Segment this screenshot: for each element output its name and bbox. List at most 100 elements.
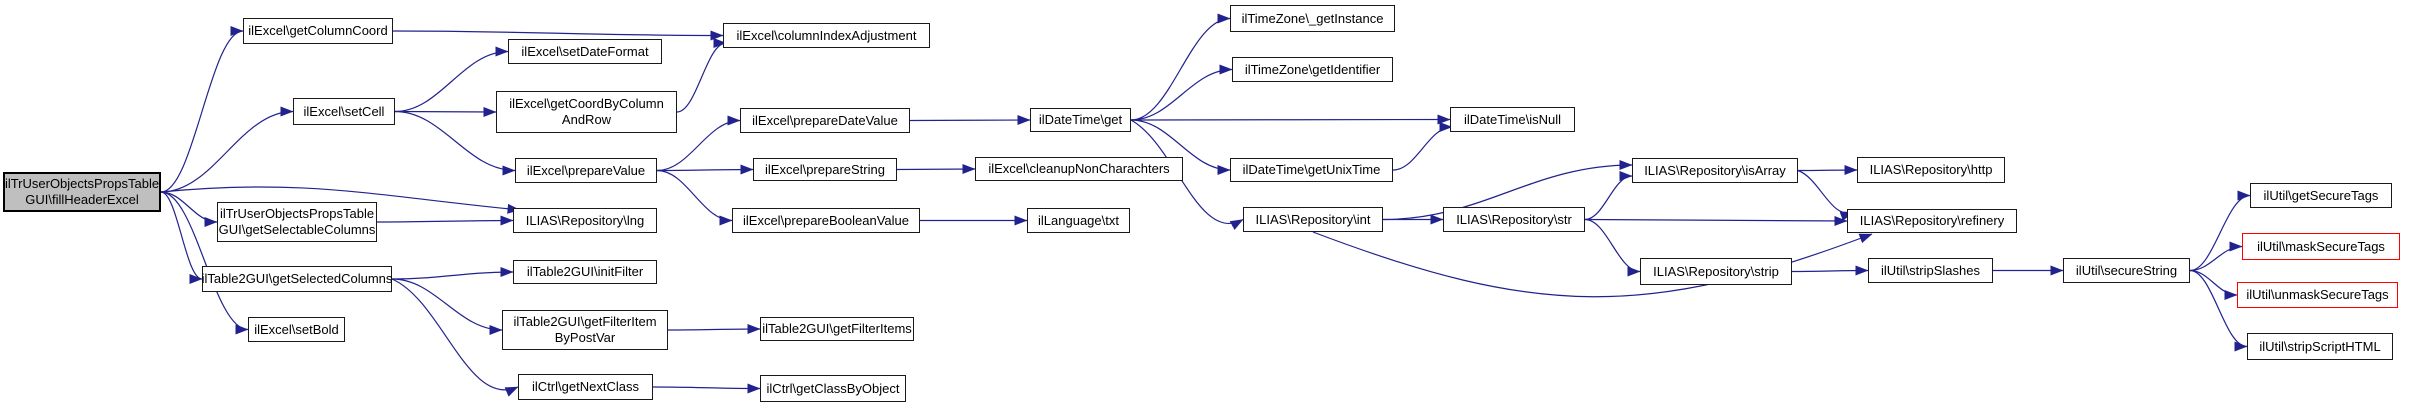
- edge-fillHeaderExcel-setCell: [160, 106, 294, 193]
- edge-prepareDateValue-get: [909, 115, 1031, 126]
- graph-node-get[interactable]: ilDateTime\get: [1030, 108, 1131, 132]
- edge-fillHeaderExcel-getSelectableColumns: [160, 191, 218, 227]
- edge-get-getIdentifier: [1130, 64, 1233, 121]
- graph-node-getFilterItems[interactable]: ilTable2GUI\getFilterItems: [760, 317, 914, 341]
- graph-node-lng[interactable]: ILIAS\Repository\lng: [513, 208, 657, 233]
- edge-fillHeaderExcel-getColumnCoord: [160, 26, 244, 193]
- graph-node-http[interactable]: ILIAS\Repository\http: [1857, 157, 2005, 183]
- edge-getNextClass-getClassByObject: [652, 383, 761, 394]
- graph-node-unmaskSecureTags[interactable]: ilUtil\unmaskSecureTags: [2237, 282, 2398, 308]
- edge-str-isArray: [1584, 171, 1633, 221]
- edge-get-isNull: [1130, 114, 1451, 125]
- graph-node-getSecureTags[interactable]: ilUtil\getSecureTags: [2250, 183, 2392, 208]
- edge-setCell-prepareValue: [394, 110, 516, 176]
- edge-getSelectableColumns-lng: [376, 215, 514, 226]
- edge-int-isArray: [1382, 160, 1633, 221]
- edge-str-strip: [1584, 218, 1641, 277]
- graph-node-label: ilTimeZone\getIdentifier: [1244, 61, 1381, 77]
- graph-node-getNextClass[interactable]: ilCtrl\getNextClass: [518, 374, 653, 400]
- graph-node-label: ILIAS\Repository\refinery: [1859, 213, 2005, 228]
- graph-node-prepareString[interactable]: ilExcel\prepareString: [753, 158, 897, 181]
- graph-node-prepareBooleanValue[interactable]: ilExcel\prepareBooleanValue: [732, 208, 920, 233]
- graph-node-int[interactable]: ILIAS\Repository\int: [1243, 207, 1383, 232]
- graph-node-label: ilDateTime\get: [1038, 112, 1123, 127]
- edge-fillHeaderExcel-getSelectedColumns: [160, 191, 203, 284]
- graph-node-maskSecureTags[interactable]: ilUtil\maskSecureTags: [2242, 233, 2400, 260]
- edge-isArray-http: [1797, 165, 1858, 176]
- graph-node-str[interactable]: ILIAS\Repository\str: [1443, 207, 1585, 232]
- edge-isArray-refinery: [1797, 169, 1854, 221]
- graph-node-label: ilExcel\setBold: [254, 321, 339, 337]
- graph-node-getInstance[interactable]: ilTimeZone\_getInstance: [1230, 5, 1395, 32]
- edge-secureString-unmaskSecureTags: [2189, 269, 2238, 300]
- edge-get-getUnixTime: [1130, 119, 1231, 175]
- graph-node-label: ilTimeZone\_getInstance: [1241, 10, 1384, 26]
- graph-node-label: GUI\fillHeaderExcel: [25, 192, 139, 207]
- graph-node-setDateFormat[interactable]: ilExcel\setDateFormat: [508, 39, 662, 64]
- graph-node-label: ILIAS\Repository\int: [1255, 211, 1371, 227]
- graph-node-prepareValue[interactable]: ilExcel\prepareValue: [515, 158, 657, 183]
- graph-node-label: ilCtrl\getNextClass: [532, 379, 639, 394]
- graph-node-secureString[interactable]: ilUtil\secureString: [2063, 258, 2190, 283]
- graph-node-label: ilExcel\prepareDateValue: [752, 112, 898, 128]
- edge-secureString-maskSecureTags: [2189, 241, 2243, 272]
- graph-node-label: ilTrUserObjectsPropsTable: [219, 206, 375, 221]
- graph-node-stripScriptHTML[interactable]: ilUtil\stripScriptHTML: [2247, 333, 2393, 360]
- graph-node-label: ilDateTime\isNull: [1463, 111, 1562, 127]
- graph-node-label: ilCtrl\getClassByObject: [766, 380, 900, 396]
- graph-node-txt[interactable]: ilLanguage\txt: [1027, 208, 1130, 233]
- graph-node-label: ilExcel\getCoordByColumn: [509, 96, 664, 111]
- edge-prepareValue-prepareString: [656, 164, 754, 175]
- edge-get-getInstance: [1130, 13, 1231, 121]
- graph-node-label: ilExcel\columnIndexAdjustment: [736, 27, 917, 43]
- graph-node-isArray[interactable]: ILIAS\Repository\isArray: [1632, 158, 1798, 183]
- graph-node-label: ilExcel\setCell: [303, 103, 385, 119]
- edge-secureString-getSecureTags: [2189, 190, 2251, 272]
- edge-fillHeaderExcel-setBold: [160, 191, 249, 335]
- edge-prepareValue-prepareDateValue: [656, 115, 741, 172]
- graph-node-label: ILIAS\Repository\http: [1869, 162, 1993, 177]
- edge-get-int: [1130, 119, 1244, 230]
- graph-node-label: ILIAS\Repository\str: [1456, 211, 1572, 227]
- graph-node-label: ilTable2GUI\getFilterItems: [762, 321, 912, 336]
- graph-node-label: ByPostVar: [554, 330, 616, 345]
- graph-node-label: ILIAS\Repository\lng: [525, 212, 645, 228]
- graph-node-getIdentifier[interactable]: ilTimeZone\getIdentifier: [1232, 57, 1393, 82]
- edge-getCoordByColumnAndRow-columnIndexAdjustment: [676, 38, 727, 113]
- graph-node-setBold[interactable]: ilExcel\setBold: [248, 317, 345, 342]
- graph-node-label: ilTable2GUI\getFilterItem: [513, 314, 657, 329]
- graph-node-refinery[interactable]: ILIAS\Repository\refinery: [1847, 209, 2017, 233]
- graph-node-label: ilDateTime\getUnixTime: [1242, 162, 1381, 177]
- graph-node-strip[interactable]: ILIAS\Repository\strip: [1640, 258, 1792, 285]
- edge-strip-stripSlashes: [1791, 265, 1869, 276]
- graph-node-label: ilTable2GUI\getSelectedColumns: [201, 271, 393, 286]
- graph-node-getUnixTime[interactable]: ilDateTime\getUnixTime: [1230, 158, 1393, 182]
- edge-getSelectedColumns-getNextClass: [391, 278, 519, 397]
- graph-node-prepareDateValue[interactable]: ilExcel\prepareDateValue: [740, 108, 910, 133]
- edge-prepareString-cleanupNonCharachters: [896, 164, 976, 175]
- graph-node-getColumnCoord[interactable]: ilExcel\getColumnCoord: [243, 18, 393, 44]
- graph-node-isNull[interactable]: ilDateTime\isNull: [1450, 107, 1575, 132]
- graph-node-initFilter[interactable]: ilTable2GUI\initFilter: [513, 260, 657, 284]
- edge-getFilterItemByPostVar-getFilterItems: [667, 324, 761, 335]
- graph-node-columnIndexAdjustment[interactable]: ilExcel\columnIndexAdjustment: [723, 23, 930, 48]
- graph-node-setCell[interactable]: ilExcel\setCell: [293, 98, 395, 125]
- edge-getSelectedColumns-getFilterItemByPostVar: [391, 278, 503, 335]
- graph-node-label: ilExcel\prepareString: [765, 161, 885, 177]
- graph-node-label: ilUtil\secureString: [2075, 262, 2178, 278]
- graph-node-getClassByObject[interactable]: ilCtrl\getClassByObject: [760, 375, 906, 402]
- graph-node-getSelectedColumns[interactable]: ilTable2GUI\getSelectedColumns: [202, 266, 392, 292]
- graph-node-cleanupNonCharachters[interactable]: ilExcel\cleanupNonCharachters: [975, 157, 1183, 181]
- edge-getSelectedColumns-initFilter: [391, 267, 514, 280]
- graph-node-label: ilExcel\prepareValue: [526, 162, 646, 178]
- graph-node-label: ilExcel\getColumnCoord: [248, 23, 388, 38]
- graph-node-label: ilUtil\maskSecureTags: [2257, 238, 2385, 254]
- edge-setCell-getCoordByColumnAndRow: [394, 106, 497, 117]
- graph-node-stripSlashes[interactable]: ilUtil\stripSlashes: [1868, 258, 1993, 283]
- edge-secureString-stripScriptHTML: [2189, 269, 2248, 352]
